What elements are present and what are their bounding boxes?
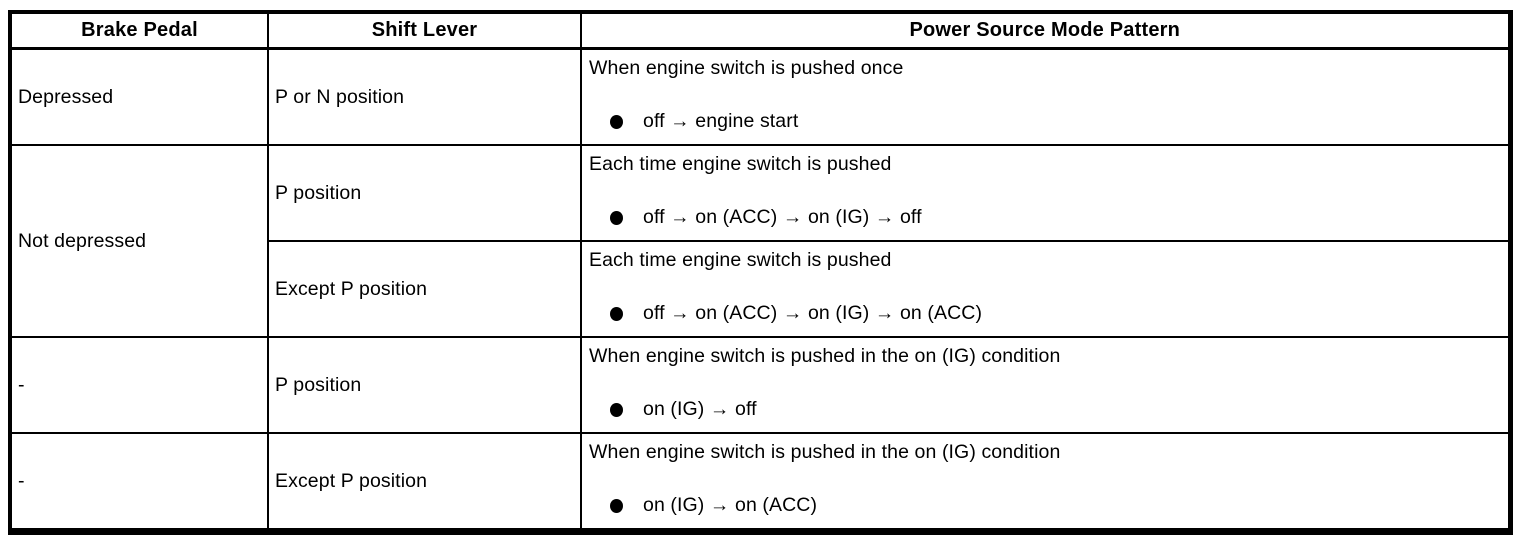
- table-row: Depressed P or N position When engine sw…: [9, 47, 1511, 146]
- pattern-cell: When engine switch is pushed in the on (…: [580, 432, 1511, 533]
- power-source-mode-table: Brake Pedal Shift Lever Power Source Mod…: [8, 10, 1513, 535]
- brake-pedal-cell: Depressed: [9, 47, 269, 146]
- pattern-condition: Each time engine switch is pushed: [589, 153, 892, 175]
- shift-lever-cell: P or N position: [267, 47, 582, 146]
- bullet-icon: [610, 498, 623, 513]
- pattern-sequence-text: off → on (ACC) → on (IG) → on (ACC): [643, 302, 983, 324]
- table-row: - P position When engine switch is pushe…: [9, 336, 1511, 434]
- shift-lever-cell: P position: [267, 144, 582, 242]
- pattern-condition: When engine switch is pushed in the on (…: [589, 345, 1061, 367]
- header-row: Brake Pedal Shift Lever Power Source Mod…: [9, 11, 1511, 50]
- pattern-sequence-text: on (IG) → on (ACC): [643, 494, 818, 516]
- table-row: Not depressed P position Each time engin…: [9, 144, 1511, 338]
- table-row: Except P position Each time engine switc…: [10, 240, 1511, 338]
- pattern-condition: Each time engine switch is pushed: [589, 249, 892, 271]
- pattern-sequence-text: off → engine start: [643, 110, 799, 132]
- shift-lever-cell: Except P position: [267, 432, 582, 533]
- pattern-sequence-text: on (IG) → off: [643, 398, 757, 420]
- table-row: - Except P position When engine switch i…: [9, 432, 1511, 533]
- pattern-condition: When engine switch is pushed once: [589, 57, 904, 79]
- pattern-cell: When engine switch is pushed in the on (…: [580, 336, 1511, 434]
- pattern-sequence: on (IG) → off: [589, 396, 1502, 423]
- pattern-cell: Each time engine switch is pushed off → …: [580, 240, 1511, 338]
- pattern-sequence: off → on (ACC) → on (IG) → off: [589, 204, 1502, 231]
- brake-pedal-cell: -: [9, 336, 269, 434]
- bullet-icon: [610, 402, 623, 417]
- bullet-icon: [610, 210, 623, 225]
- pattern-sequence-text: off → on (ACC) → on (IG) → off: [643, 206, 922, 228]
- bullet-icon: [610, 114, 623, 129]
- col-header-power-source-mode-pattern: Power Source Mode Pattern: [580, 11, 1511, 50]
- pattern-cell: Each time engine switch is pushed off → …: [580, 144, 1511, 242]
- pattern-sequence: on (IG) → on (ACC): [589, 492, 1502, 519]
- pattern-sequence: off → engine start: [589, 108, 1502, 135]
- shift-lever-cell: P position: [267, 336, 582, 434]
- pattern-sequence: off → on (ACC) → on (IG) → on (ACC): [589, 300, 1502, 327]
- pattern-cell: When engine switch is pushed once off → …: [580, 47, 1511, 146]
- brake-pedal-cell: -: [9, 432, 269, 533]
- col-header-shift-lever: Shift Lever: [267, 11, 582, 50]
- pattern-condition: When engine switch is pushed in the on (…: [589, 441, 1061, 463]
- shift-lever-cell: Except P position: [267, 240, 582, 338]
- col-header-brake-pedal: Brake Pedal: [9, 11, 269, 50]
- bullet-icon: [610, 306, 623, 321]
- brake-pedal-cell: Not depressed: [9, 144, 269, 338]
